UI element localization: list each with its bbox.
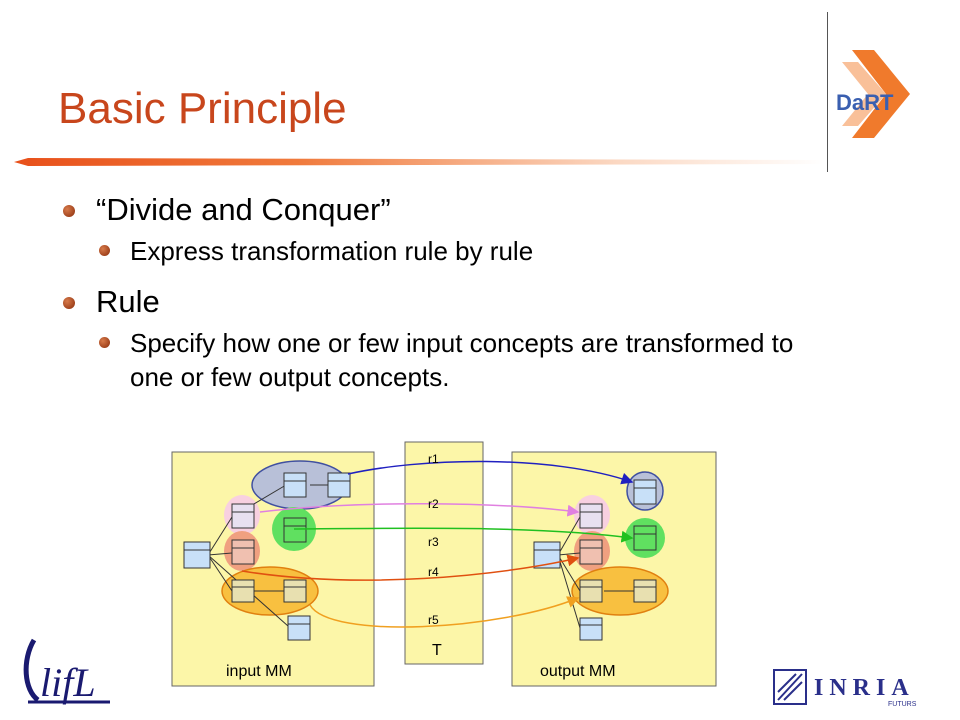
transformation-panel	[404, 441, 484, 665]
output-class-box	[633, 479, 657, 505]
rule-label-r3: r3	[428, 535, 439, 549]
lifl-logo: lifL	[23, 638, 110, 705]
input-class-box	[231, 539, 255, 565]
input-class-box	[231, 579, 255, 603]
slide-title: Basic Principle	[58, 84, 347, 133]
svg-text:INRIA: INRIA	[814, 675, 915, 701]
output-mm-label: output MM	[540, 663, 616, 680]
output-class-box	[579, 539, 603, 565]
input-class-box	[231, 503, 255, 529]
input-class-box	[183, 541, 211, 569]
rule-label-r4: r4	[428, 565, 439, 579]
rule-label-r2: r2	[428, 497, 439, 511]
transformation-diagram: r1 r2 r3 r4 r5 T input MM output MM	[171, 441, 717, 687]
output-class-box	[579, 579, 603, 603]
svg-text:DaRT: DaRT	[836, 90, 894, 115]
sub-bullet-specify-rule: Specify how one or few input concepts ar…	[60, 326, 830, 394]
rule-arrow-r3	[293, 527, 634, 543]
rule-arrow-r1	[347, 460, 634, 485]
title-underline-bar	[14, 158, 824, 166]
bullet-rule: Rule	[60, 284, 830, 320]
svg-text:lifL: lifL	[40, 660, 96, 705]
rule-arrow-r4	[241, 554, 580, 581]
header-divider	[827, 12, 828, 172]
dart-logo: DaRT	[836, 50, 910, 138]
bullet-list: “Divide and Conquer” Express transformat…	[60, 192, 830, 410]
input-class-box	[283, 517, 307, 543]
rule-label-r1: r1	[428, 452, 439, 466]
input-class-box	[287, 615, 311, 641]
transformation-label: T	[432, 642, 442, 659]
bullet-divide-and-conquer: “Divide and Conquer”	[60, 192, 830, 228]
rule-arrow-r5	[309, 596, 580, 628]
input-class-box	[283, 472, 307, 498]
rule-label-r5: r5	[428, 613, 439, 627]
inria-logo: INRIA FUTURS	[773, 669, 917, 708]
input-class-box	[283, 579, 307, 603]
input-class-box	[327, 472, 351, 498]
input-mm-label: input MM	[226, 663, 292, 680]
output-class-box	[579, 617, 603, 641]
output-class-box	[633, 579, 657, 603]
output-class-box	[579, 503, 603, 529]
output-class-box	[633, 525, 657, 551]
svg-text:FUTURS: FUTURS	[888, 701, 917, 708]
rule-arrow-r2	[259, 503, 580, 517]
sub-bullet-express-rule: Express transformation rule by rule	[60, 234, 830, 268]
